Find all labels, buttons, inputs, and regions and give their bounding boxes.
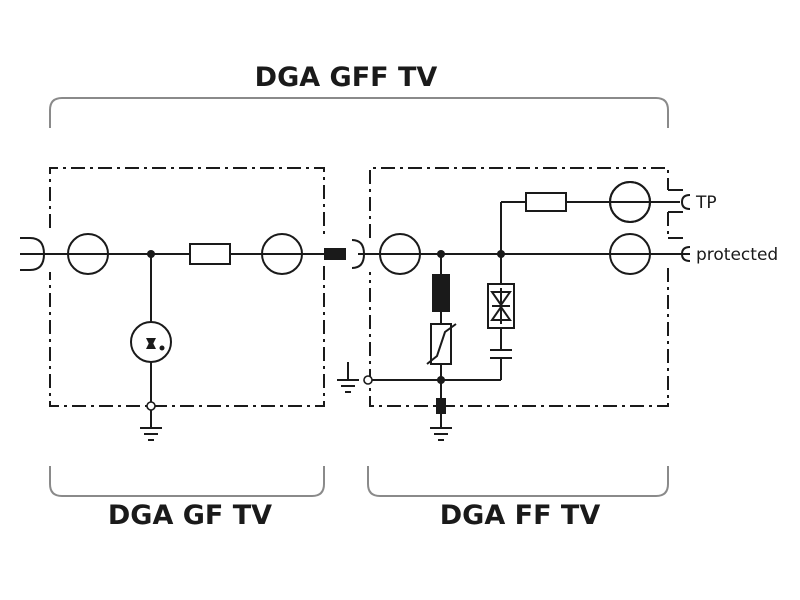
ferrite-ring-3: [379, 233, 421, 275]
coupler-socket: [351, 239, 366, 269]
title-dga-gf-tv: DGA GF TV: [108, 500, 272, 531]
ground-symbol-left: [140, 410, 162, 441]
label-tp: TP: [695, 193, 717, 213]
resistor-tp: [525, 192, 567, 212]
title-dga-gff-tv: DGA GFF TV: [255, 62, 438, 93]
capacitor: [490, 349, 512, 359]
ferrite-ring-2: [261, 233, 303, 275]
module-box-right: [369, 167, 669, 407]
ground-symbol-center: [337, 362, 359, 393]
gas-discharge-tube: [130, 321, 172, 363]
protected-terminal: [680, 246, 691, 262]
ferrite-ring-4: [609, 233, 651, 275]
bracket-bottom-right: [367, 466, 669, 497]
module-box-left: [49, 167, 325, 407]
title-dga-ff-tv: DGA FF TV: [440, 500, 601, 531]
varistor: [426, 323, 457, 365]
ferrite-ring-1: [67, 233, 109, 275]
ground-choke: [436, 398, 446, 414]
ferrite-ring-5-outline: [609, 181, 651, 223]
suppressor-diode: [487, 283, 515, 329]
tp-terminal: [680, 194, 691, 210]
ground-terminal-left: [146, 401, 156, 411]
module-coupler: [324, 248, 346, 260]
ground-symbol-right: [430, 414, 452, 441]
terminal-box-edges: [668, 189, 683, 239]
bracket-bottom-left: [49, 466, 325, 497]
label-protected: protected: [696, 245, 778, 265]
resistor-left: [189, 243, 231, 265]
bracket-top: [49, 97, 669, 128]
ground-terminal-right: [363, 375, 373, 385]
inductor: [432, 274, 450, 312]
